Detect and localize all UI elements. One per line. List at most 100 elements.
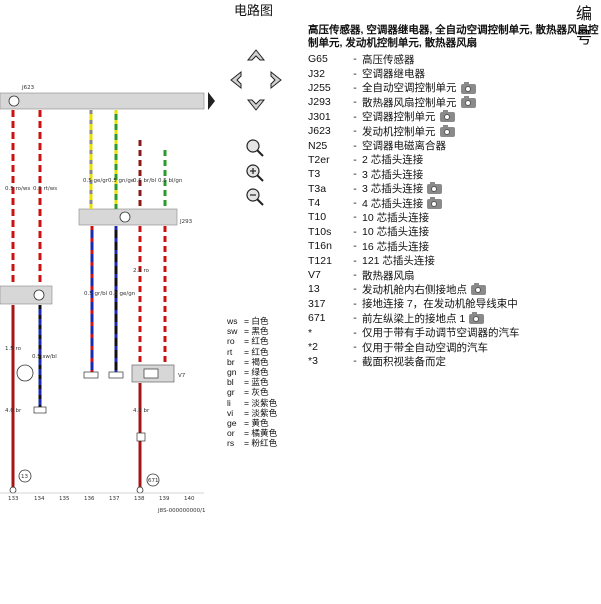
ground-671-label: 671 (148, 478, 159, 484)
color-name: 黄色 (251, 418, 269, 429)
color-name: 红色 (251, 336, 269, 347)
legend-desc: 仅用于带全自动空调的汽车 (362, 340, 600, 355)
legend-code: G65 (308, 53, 328, 66)
legend-desc: 4 芯插头连接 (362, 196, 600, 211)
color-legend-row: vi= 淡紫色 (227, 408, 277, 418)
legend-dash: - (353, 225, 357, 238)
color-legend-row: rs= 粉红色 (227, 438, 277, 448)
legend-code: V7 (308, 269, 321, 282)
color-legend-row: li= 淡紫色 (227, 398, 277, 408)
color-name: 褐色 (251, 356, 269, 367)
legend-desc-text: 10 芯插头连接 (362, 226, 430, 239)
color-legend-row: ge= 黄色 (227, 418, 277, 428)
color-code: ws (227, 316, 238, 326)
legend-row: T16n-16 芯插头连接 (308, 239, 600, 253)
legend-desc-text: 全自动空调控制单元 (362, 82, 457, 95)
legend-desc: 10 芯插头连接 (362, 224, 600, 239)
legend-desc-text: 10 芯插头连接 (362, 212, 430, 224)
equals-sign: = (244, 336, 252, 347)
ecu-j623-symbol (8, 95, 20, 107)
legend-dash: - (353, 125, 357, 138)
camera-icon[interactable] (439, 110, 455, 123)
legend-desc-text: 前左纵梁上的接地点 1 (362, 312, 466, 325)
circuit-diagram: J623 J293 V7 13 671 0.5 ro/ws 0.5 rt/ws … (0, 49, 282, 514)
arrow-right-icon[interactable] (270, 70, 282, 90)
color-code: br (227, 356, 235, 367)
zoom-in-icon[interactable] (246, 139, 264, 157)
wire-label: 0.5 ro/ws (5, 186, 30, 192)
legend-desc: 空调器电磁离合器 (362, 138, 600, 153)
camera-icon[interactable] (439, 124, 455, 137)
legend-dash: - (353, 297, 357, 310)
legend-dash: - (353, 283, 357, 296)
equals-sign: = (244, 367, 252, 378)
legend-desc: 高压传感器 (362, 52, 600, 67)
ground-point-671 (146, 473, 160, 487)
legend-row: J32-空调器继电器 (308, 66, 600, 81)
wire-label: 0.5 rt/ws (33, 186, 57, 192)
ecu-j293-label: J293 (179, 219, 193, 225)
color-legend-row: or= 橘黄色 (227, 428, 277, 438)
legend-row: T3a-3 芯插头连接 (308, 182, 600, 196)
legend-code: J32 (308, 67, 325, 80)
page-title: 电路图 (234, 3, 274, 18)
arrow-up-icon[interactable] (246, 49, 266, 61)
ground-13-label: 13 (21, 474, 28, 480)
color-code: ro (227, 336, 235, 347)
legend-desc-text: 121 芯插头连接 (362, 255, 435, 268)
continuation-arrow-icon (208, 92, 215, 110)
legend-code: J623 (308, 125, 331, 138)
legend-desc: 截面积视装备而定 (362, 354, 600, 369)
legend-row: *3-截面积视装备而定 (308, 354, 600, 368)
legend-code: T121 (308, 254, 332, 267)
wire-label: 4.0 br (133, 408, 150, 414)
fan-v7-motor-icon (143, 368, 159, 379)
legend-desc-text: 发动机舱内右侧接地点 (362, 283, 467, 296)
ground-point-13 (18, 469, 32, 483)
connector-t10-a (83, 371, 99, 379)
zoom-plus-icon[interactable] (246, 164, 264, 182)
ecu-j293-symbol (119, 211, 131, 223)
component-legend: 高压传感器, 空调器继电器, 全自动空调控制单元, 散热器风扇控制单元, 发动机… (308, 24, 600, 369)
legend-desc-text: 空调器继电器 (362, 68, 425, 81)
legend-row: 317-接地连接 7，在发动机舱导线束中 (308, 297, 600, 311)
camera-icon[interactable] (471, 283, 486, 296)
connector-t3 (33, 406, 47, 414)
legend-desc-text: 发动机控制单元 (362, 125, 436, 138)
camera-icon[interactable] (427, 196, 443, 209)
legend-code: J301 (308, 110, 331, 123)
legend-desc-text: 散热器风扇控制单元 (362, 96, 457, 109)
camera-icon[interactable] (460, 96, 476, 109)
legend-row: G65-高压传感器 (308, 52, 600, 66)
camera-icon[interactable] (469, 311, 485, 324)
legend-dash: - (353, 269, 357, 282)
legend-row: T3-3 芯插头连接 (308, 167, 600, 181)
zoom-out-icon[interactable] (246, 188, 264, 206)
legend-dash: - (353, 355, 357, 368)
color-code: or (227, 428, 235, 439)
relay-j32-symbol (33, 289, 45, 301)
color-name: 绿色 (251, 367, 269, 378)
legend-row: J301-空调器控制单元 (308, 110, 600, 124)
equals-sign: = (244, 418, 252, 429)
legend-desc-text: 4 芯插头连接 (362, 197, 424, 210)
legend-dash: - (353, 96, 357, 109)
legend-dash: - (353, 211, 357, 224)
arrow-down-icon[interactable] (246, 99, 266, 111)
wire-label: 0.5 ge/gr (83, 178, 109, 184)
sensor-g65-symbol (16, 364, 34, 382)
camera-icon[interactable] (427, 182, 443, 195)
grid-number: 133 (8, 496, 19, 502)
legend-row: J255-全自动空调控制单元 (308, 81, 600, 95)
wire-label: 0.5 sw/bl (32, 354, 57, 360)
color-name: 黑色 (251, 326, 269, 337)
legend-row: T4-4 芯插头连接 (308, 196, 600, 210)
camera-icon[interactable] (460, 81, 476, 94)
legend-row: T2er-2 芯插头连接 (308, 153, 600, 167)
legend-desc: 发动机舱内右侧接地点 (362, 282, 600, 297)
fan-v7-label: V7 (178, 373, 186, 379)
arrow-left-icon[interactable] (230, 70, 242, 90)
legend-desc-text: 接地连接 7，在发动机舱导线束中 (362, 298, 518, 311)
legend-desc: 空调器控制单元 (362, 109, 600, 124)
legend-code: * (308, 326, 313, 339)
